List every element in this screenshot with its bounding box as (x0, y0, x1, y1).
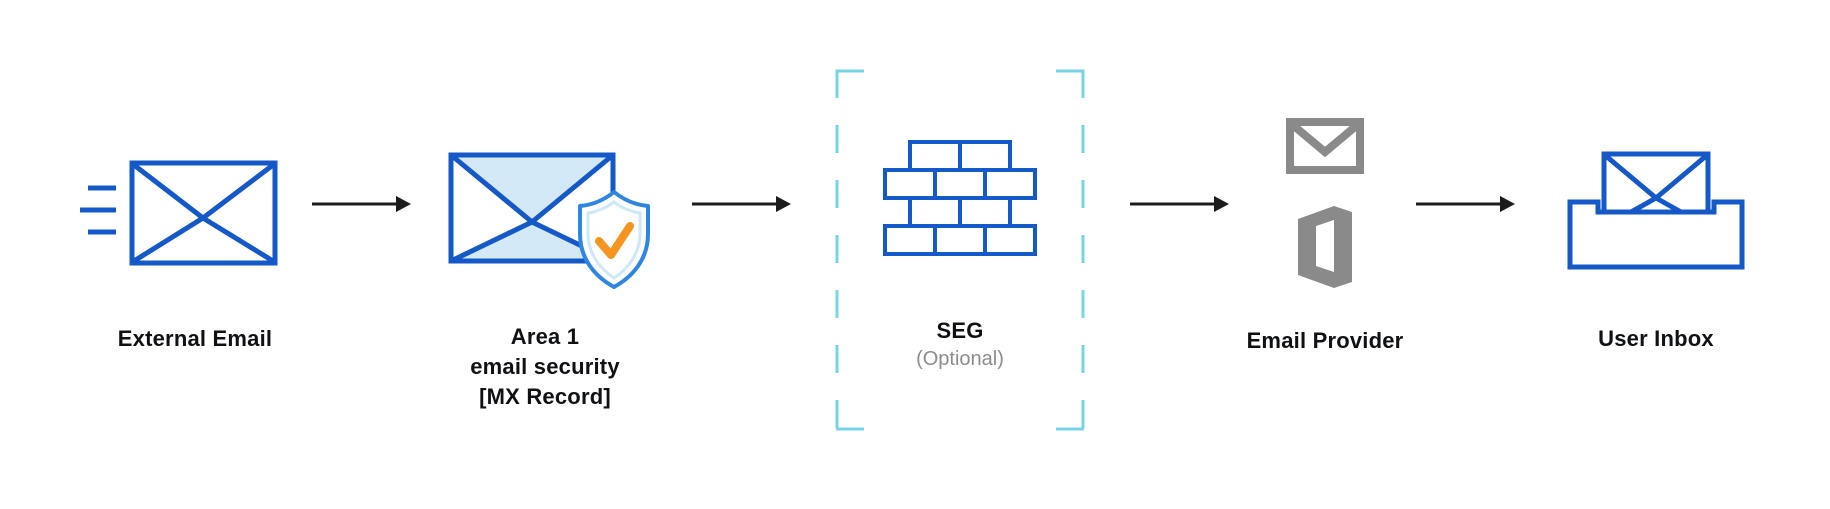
email-provider-label: Email Provider (1246, 328, 1404, 353)
user-inbox-label: User Inbox (1598, 326, 1714, 351)
node-email-provider (1286, 118, 1364, 288)
microsoft-office-icon (1298, 206, 1352, 288)
node-area1-email-security (448, 152, 650, 289)
brick-wall-firewall-icon (883, 140, 1037, 256)
node-user-inbox (1564, 150, 1748, 272)
area1-label: Area 1 email security [MX Record] (420, 322, 670, 412)
area1-label-line1: Area 1 (510, 324, 580, 349)
arrow-right-icon (312, 196, 411, 212)
node-external-email (80, 158, 280, 268)
seg-optional-sublabel: (Optional) (916, 348, 1004, 370)
gmail-envelope-icon (1286, 118, 1364, 174)
area1-label-line2: email security (470, 354, 620, 379)
external-email-label: External Email (117, 326, 273, 351)
inbox-tray-envelope-icon (1567, 151, 1745, 270)
dashed-optional-boundary (835, 69, 1085, 431)
node-seg-optional: SEG (Optional) (834, 68, 1086, 432)
arrow-right-icon (1130, 196, 1229, 212)
speeding-envelope-icon (80, 160, 278, 266)
arrow-right-icon (1416, 196, 1515, 212)
seg-label: SEG (936, 318, 984, 343)
arrow-right-icon (692, 196, 791, 212)
shield-check-icon (578, 190, 650, 289)
area1-label-line3: [MX Record] (479, 384, 611, 409)
